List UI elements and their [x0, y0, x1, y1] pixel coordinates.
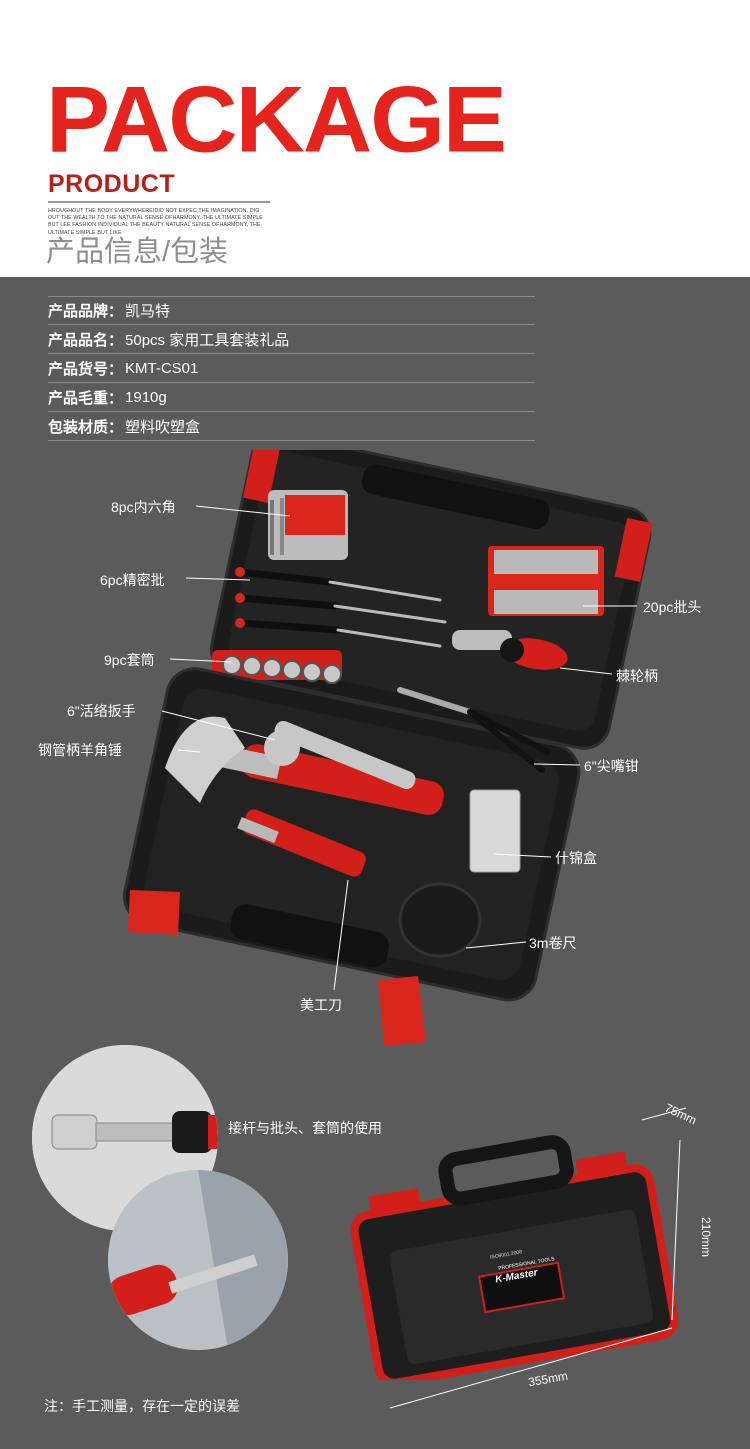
callout-ratchet-handle: 棘轮柄 — [616, 668, 658, 684]
fine-print: HROUGHOUT THE BODY EVERYWHEREIDID NOT EX… — [48, 208, 263, 236]
callout-hammer: 钢管柄羊角锤 — [38, 742, 122, 758]
header: PACKAGE PRODUCT HROUGHOUT THE BODY EVERY… — [0, 0, 750, 277]
callout-bits: 20pc批头 — [643, 599, 702, 615]
page-title: PACKAGE — [46, 67, 507, 172]
spec-row-material: 包装材质： 塑料吹塑盒 — [48, 412, 535, 441]
spec-row-name: 产品品名： 50pcs 家用工具套装礼品 — [48, 325, 535, 354]
long-nose-pliers — [397, 687, 551, 773]
spec-value: 塑料吹塑盒 — [125, 418, 201, 436]
open-case-illustration: 8pc内六角 6pc精密批 9pc套筒 6"活络扳手 钢管柄羊角锤 20pc批头… — [0, 450, 750, 1050]
callout-adjustable-wrench: 6"活络扳手 — [67, 703, 136, 719]
usage-photo-screwdriving — [108, 1170, 288, 1350]
spec-value: KMT-CS01 — [125, 359, 199, 377]
spec-label: 包装材质： — [48, 418, 124, 436]
spec-label: 产品货号： — [48, 360, 124, 378]
page-subtitle: PRODUCT — [48, 170, 176, 198]
spec-value: 50pcs 家用工具套装礼品 — [125, 331, 290, 349]
utility-knife — [237, 809, 366, 877]
callout-utility-knife: 美工刀 — [300, 997, 342, 1013]
precision-screwdrivers — [235, 567, 447, 648]
screwdriving-image — [108, 1170, 288, 1350]
spec-label: 产品品名： — [48, 331, 124, 349]
callout-precision-screwdrivers: 6pc精密批 — [100, 572, 165, 588]
callout-tape-measure: 3m卷尺 — [529, 935, 577, 951]
callout-long-nose-pliers: 6"尖嘴钳 — [584, 758, 639, 774]
dimension-height: 210mm — [699, 1216, 714, 1258]
usage-label: 接杆与批头、套筒的使用 — [228, 1120, 382, 1136]
spec-row-weight: 产品毛重： 1910g — [48, 383, 535, 412]
dimension-lines — [389, 1107, 687, 1409]
title-divider — [48, 201, 270, 203]
assortment-box — [469, 789, 521, 873]
tape-measure — [398, 882, 482, 958]
screwdriver-bits — [488, 546, 604, 616]
callout-sockets: 9pc套筒 — [104, 652, 155, 668]
hex-keys — [268, 490, 348, 560]
closed-case-image — [350, 1135, 679, 1387]
sockets — [212, 650, 342, 684]
spec-value: 1910g — [125, 388, 167, 406]
section-title: 产品信息/包装 — [46, 236, 229, 268]
spec-row-sku: 产品货号： KMT-CS01 — [48, 354, 535, 383]
callout-hex-keys: 8pc内六角 — [111, 499, 176, 515]
callout-lines — [161, 505, 637, 991]
closed-case-illustration: K-Master PROFESSIONAL TOOLS ISO9001:2008 — [340, 1120, 690, 1387]
callout-assortment-box: 什锦盒 — [555, 850, 597, 866]
spec-label: 产品品牌： — [48, 303, 124, 320]
spec-value: 凯马特 — [125, 303, 171, 320]
tool-case-image — [122, 450, 653, 1046]
measurement-note: 注：手工测量，存在一定的误差 — [44, 1398, 240, 1414]
ratchet-handle — [452, 630, 568, 670]
spec-label: 产品毛重： — [48, 389, 124, 407]
spec-row-brand: 产品品牌： 凯马特 — [48, 296, 535, 325]
case-latches — [128, 890, 426, 1046]
spec-table: 产品品牌： 凯马特 产品品名： 50pcs 家用工具套装礼品 产品货号： KMT… — [48, 296, 535, 441]
